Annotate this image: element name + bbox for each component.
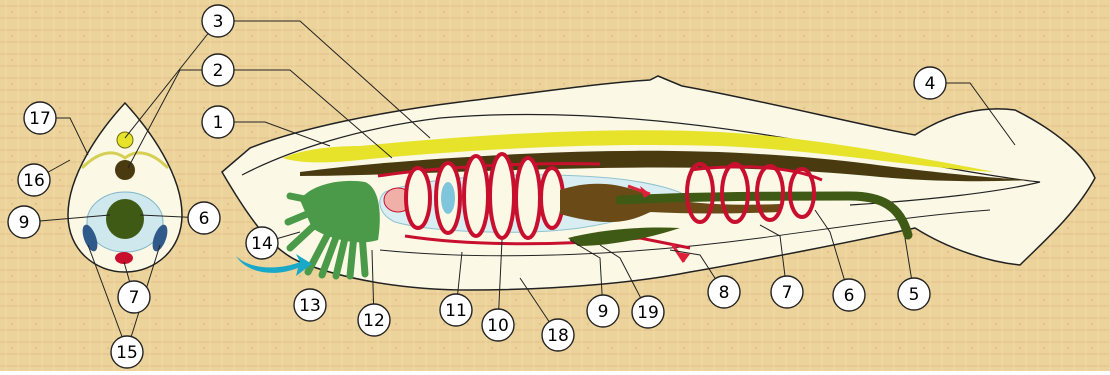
label-16: 16 — [18, 164, 50, 196]
label-2: 2 — [202, 54, 234, 86]
label-8: 8 — [708, 276, 740, 308]
svg-text:19: 19 — [637, 303, 659, 323]
svg-text:15: 15 — [116, 343, 138, 363]
svg-text:7: 7 — [782, 283, 793, 303]
svg-text:13: 13 — [299, 296, 321, 316]
label-9-right: 9 — [587, 295, 619, 327]
svg-text:3: 3 — [213, 12, 224, 32]
label-15: 15 — [111, 336, 143, 368]
svg-text:6: 6 — [199, 209, 210, 229]
svg-text:4: 4 — [925, 74, 936, 94]
label-3: 3 — [202, 5, 234, 37]
label-9-left: 9 — [8, 206, 40, 238]
svg-text:14: 14 — [251, 234, 273, 254]
svg-text:1: 1 — [213, 113, 224, 133]
label-12: 12 — [358, 304, 390, 336]
label-4: 4 — [914, 67, 946, 99]
svg-text:8: 8 — [719, 283, 730, 303]
svg-text:18: 18 — [547, 326, 569, 346]
svg-text:17: 17 — [29, 109, 51, 129]
label-7-right: 7 — [771, 276, 803, 308]
svg-text:16: 16 — [23, 171, 45, 191]
svg-text:10: 10 — [487, 316, 509, 336]
svg-text:12: 12 — [363, 311, 385, 331]
label-19: 19 — [632, 296, 664, 328]
pharynx-cross — [106, 199, 144, 239]
svg-text:7: 7 — [129, 288, 140, 308]
nerve-cord-cross — [117, 132, 133, 148]
label-5: 5 — [898, 278, 930, 310]
label-7-left: 7 — [118, 281, 150, 313]
svg-text:5: 5 — [909, 285, 920, 305]
gill-slit-blue-overlay — [441, 182, 455, 214]
label-6-right: 6 — [833, 279, 865, 311]
label-11: 11 — [440, 294, 472, 326]
svg-text:2: 2 — [213, 61, 224, 81]
svg-text:9: 9 — [598, 302, 609, 322]
label-6-left: 6 — [188, 202, 220, 234]
notochord-cross — [115, 160, 135, 180]
label-17: 17 — [24, 102, 56, 134]
svg-text:11: 11 — [445, 301, 467, 321]
label-10: 10 — [482, 309, 514, 341]
label-14: 14 — [246, 227, 278, 259]
label-18: 18 — [542, 319, 574, 351]
label-13: 13 — [294, 289, 326, 321]
svg-text:6: 6 — [844, 286, 855, 306]
svg-text:9: 9 — [19, 213, 30, 233]
label-1: 1 — [202, 106, 234, 138]
